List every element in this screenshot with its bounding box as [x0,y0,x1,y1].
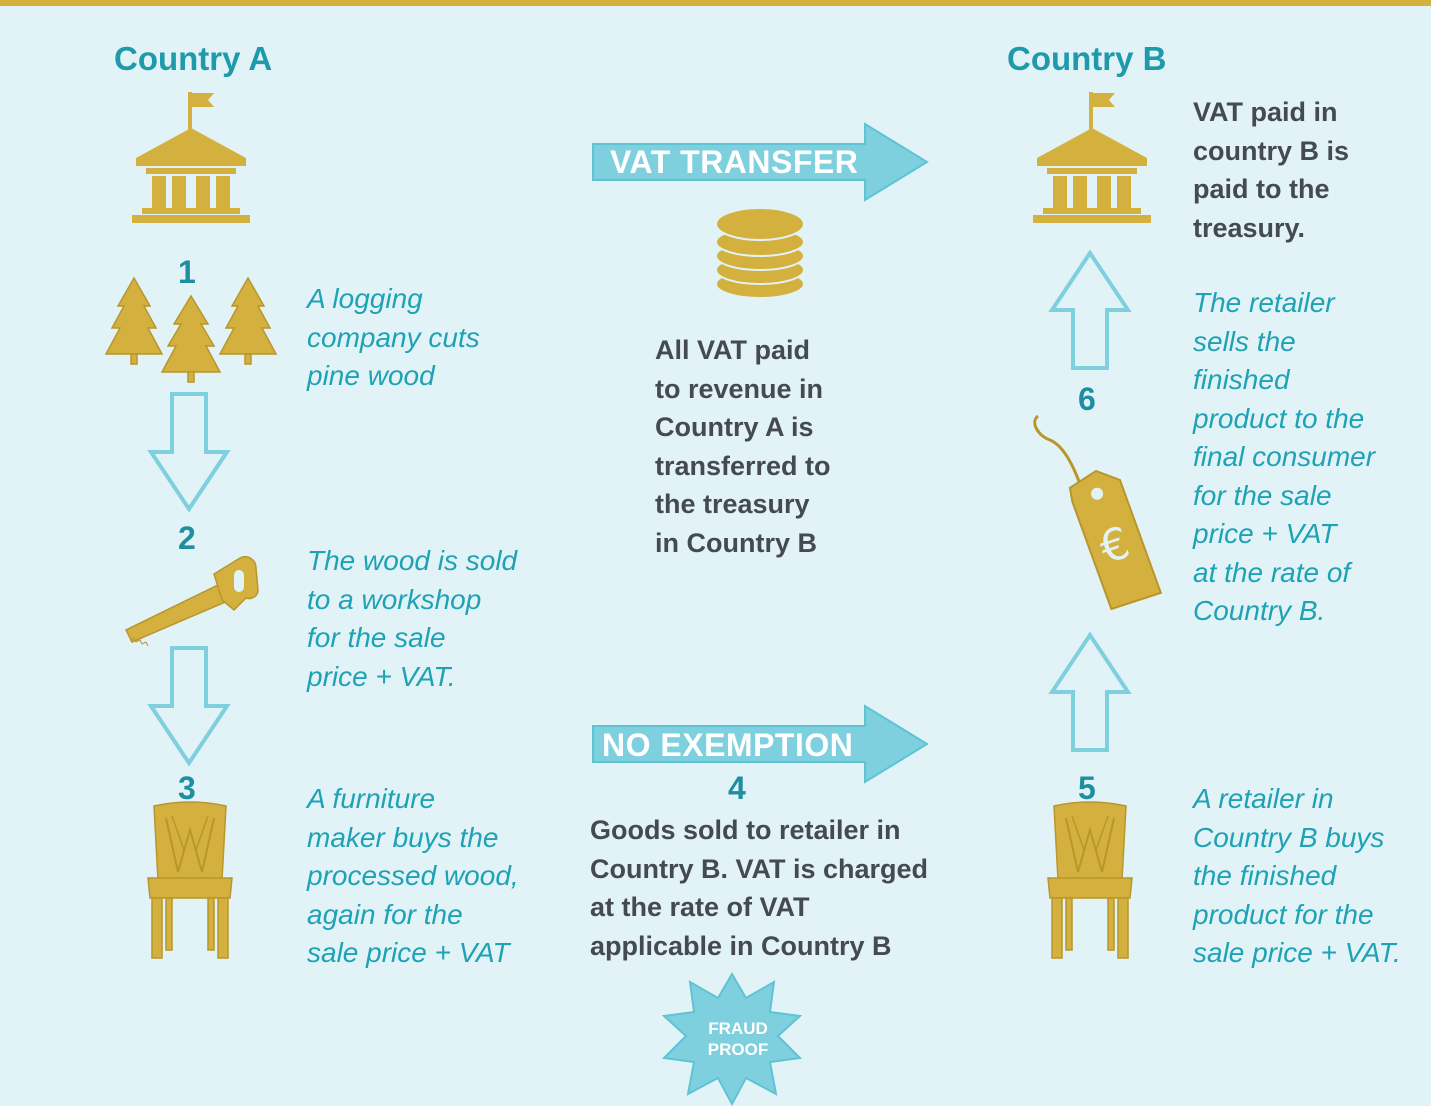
fraud-proof-badge-text: FRAUD PROOF [668,1018,808,1060]
down-arrow-icon [147,392,231,513]
vat-transfer-label: VAT TRANSFER [610,144,859,180]
step-6-number: 6 [1078,381,1096,417]
vat-transfer-arrow [592,122,929,202]
treasury-b-text: VAT paid in country B is paid to the tre… [1193,97,1350,243]
top-accent-bar [0,0,1431,6]
step-5-number: 5 [1078,770,1096,806]
country-b-heading: Country B [1007,40,1167,77]
step-1-text: A logging company cuts pine wood [307,283,480,391]
saw-icon [124,556,259,647]
up-arrow-icon [1048,631,1132,752]
no-exemption-label: NO EXEMPTION [602,727,854,763]
step-6-text: The retailer sells the finished product … [1193,287,1376,626]
coins-icon [715,207,805,299]
vat-transfer-text: All VAT paid to revenue in Country A is … [655,335,831,558]
trees-icon [104,276,278,383]
step-4-text: Goods sold to retailer in Country B. VAT… [590,815,929,961]
chair-icon [1047,801,1133,959]
step-2-number: 2 [178,520,196,556]
step-3-number: 3 [178,770,196,806]
step-5-text: A retailer in Country B buys the finishe… [1193,783,1401,968]
step-1-number: 1 [178,254,196,290]
bank-building-icon [132,92,250,223]
down-arrow-icon [147,646,231,767]
up-arrow-icon [1048,249,1132,370]
country-a-heading: Country A [114,40,273,77]
bank-building-icon [1033,92,1151,223]
proof-label: PROOF [707,1040,769,1059]
fraud-label: FRAUD [708,1019,768,1038]
step-2-text: The wood is sold to a workshop for the s… [307,545,518,692]
starburst-badge-icon [661,972,803,1106]
no-exemption-arrow [592,704,929,784]
step-3-text: A furniture maker buys the processed woo… [307,783,519,968]
price-tag-euro-icon: € [1033,414,1163,611]
step-4-number: 4 [728,770,746,806]
chair-icon [147,801,233,959]
